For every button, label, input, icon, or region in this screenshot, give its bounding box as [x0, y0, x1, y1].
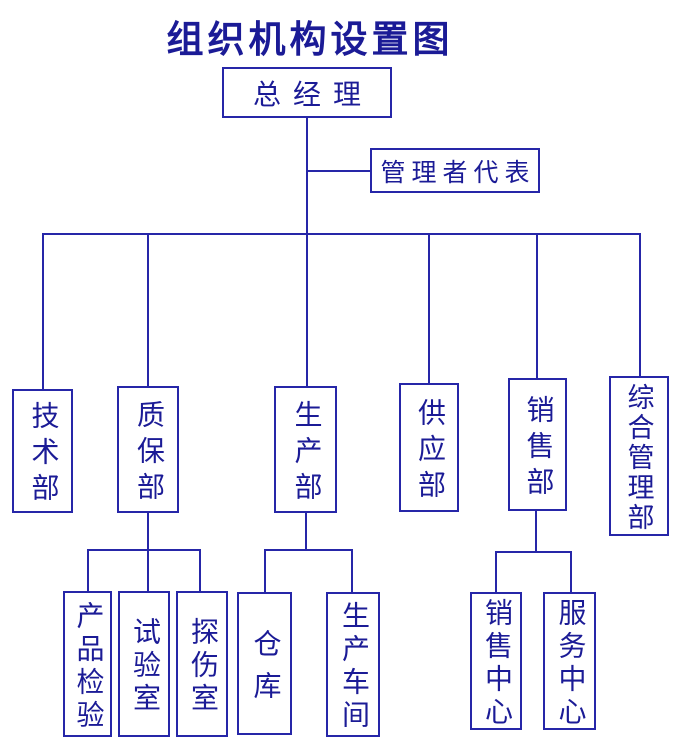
connector-quality-down: [147, 513, 149, 591]
node-dept-general-admin-label: 综合管理部: [623, 382, 654, 533]
connector-rep-stub: [308, 170, 370, 172]
node-dept-supply-label: 供应部: [414, 397, 445, 506]
connector-drop-technology: [42, 233, 44, 389]
node-dept-production-label: 生产部: [290, 399, 322, 508]
connector-drop-supply: [428, 233, 430, 383]
connector-drop-service-center: [570, 551, 572, 592]
node-sub-test-lab-label: 试验室: [129, 617, 160, 716]
node-dept-technology: 技术部: [12, 389, 73, 513]
page-title: 组织机构设置图: [166, 20, 454, 61]
node-sub-flaw-detection: 探伤室: [176, 591, 228, 737]
connector-drop-workshop: [351, 549, 353, 592]
node-sub-warehouse: 仓库: [237, 592, 292, 735]
connector-production-down: [305, 513, 307, 551]
node-sub-sales-center: 销售中心: [470, 592, 522, 730]
connector-sales-down: [535, 511, 537, 553]
node-sub-product-inspection: 产品检验: [63, 591, 112, 737]
connector-production-horizontal: [264, 549, 353, 551]
node-sub-production-workshop-label: 生产车间: [338, 601, 369, 733]
node-sub-production-workshop: 生产车间: [326, 592, 380, 737]
node-sub-product-inspection-label: 产品检验: [72, 600, 104, 733]
node-sub-test-lab: 试验室: [118, 591, 170, 737]
node-dept-sales-label: 销售部: [522, 394, 554, 503]
node-sub-service-center-label: 服务中心: [554, 597, 586, 730]
connector-root-vertical: [306, 118, 308, 386]
connector-drop-flaw-detection: [199, 549, 201, 591]
connector-quality-horizontal: [87, 549, 201, 551]
node-general-manager: 总经理: [222, 67, 392, 118]
connector-drop-product-inspection: [87, 549, 89, 591]
connector-drop-sales: [536, 233, 538, 378]
node-dept-production: 生产部: [274, 386, 337, 513]
node-sub-flaw-detection-label: 探伤室: [187, 617, 218, 716]
node-management-representative: 管理者代表: [370, 148, 540, 193]
node-dept-general-admin: 综合管理部: [609, 376, 669, 536]
node-dept-quality-label: 质保部: [133, 399, 164, 508]
node-general-manager-label: 总经理: [252, 79, 373, 111]
node-sub-service-center: 服务中心: [543, 592, 596, 730]
node-management-representative-label: 管理者代表: [380, 159, 536, 187]
connector-main-horizontal: [42, 233, 641, 235]
node-dept-supply: 供应部: [399, 383, 459, 512]
connector-drop-warehouse: [264, 549, 266, 592]
node-dept-technology-label: 技术部: [27, 401, 59, 509]
connector-drop-general-admin: [639, 233, 641, 376]
node-sub-warehouse-label: 仓库: [249, 628, 281, 713]
node-sub-sales-center-label: 销售中心: [481, 597, 512, 730]
connector-drop-quality: [147, 233, 149, 386]
node-dept-sales: 销售部: [508, 378, 567, 511]
connector-drop-sales-center: [495, 551, 497, 592]
node-dept-quality: 质保部: [117, 386, 179, 513]
connector-sales-horizontal: [495, 551, 572, 553]
